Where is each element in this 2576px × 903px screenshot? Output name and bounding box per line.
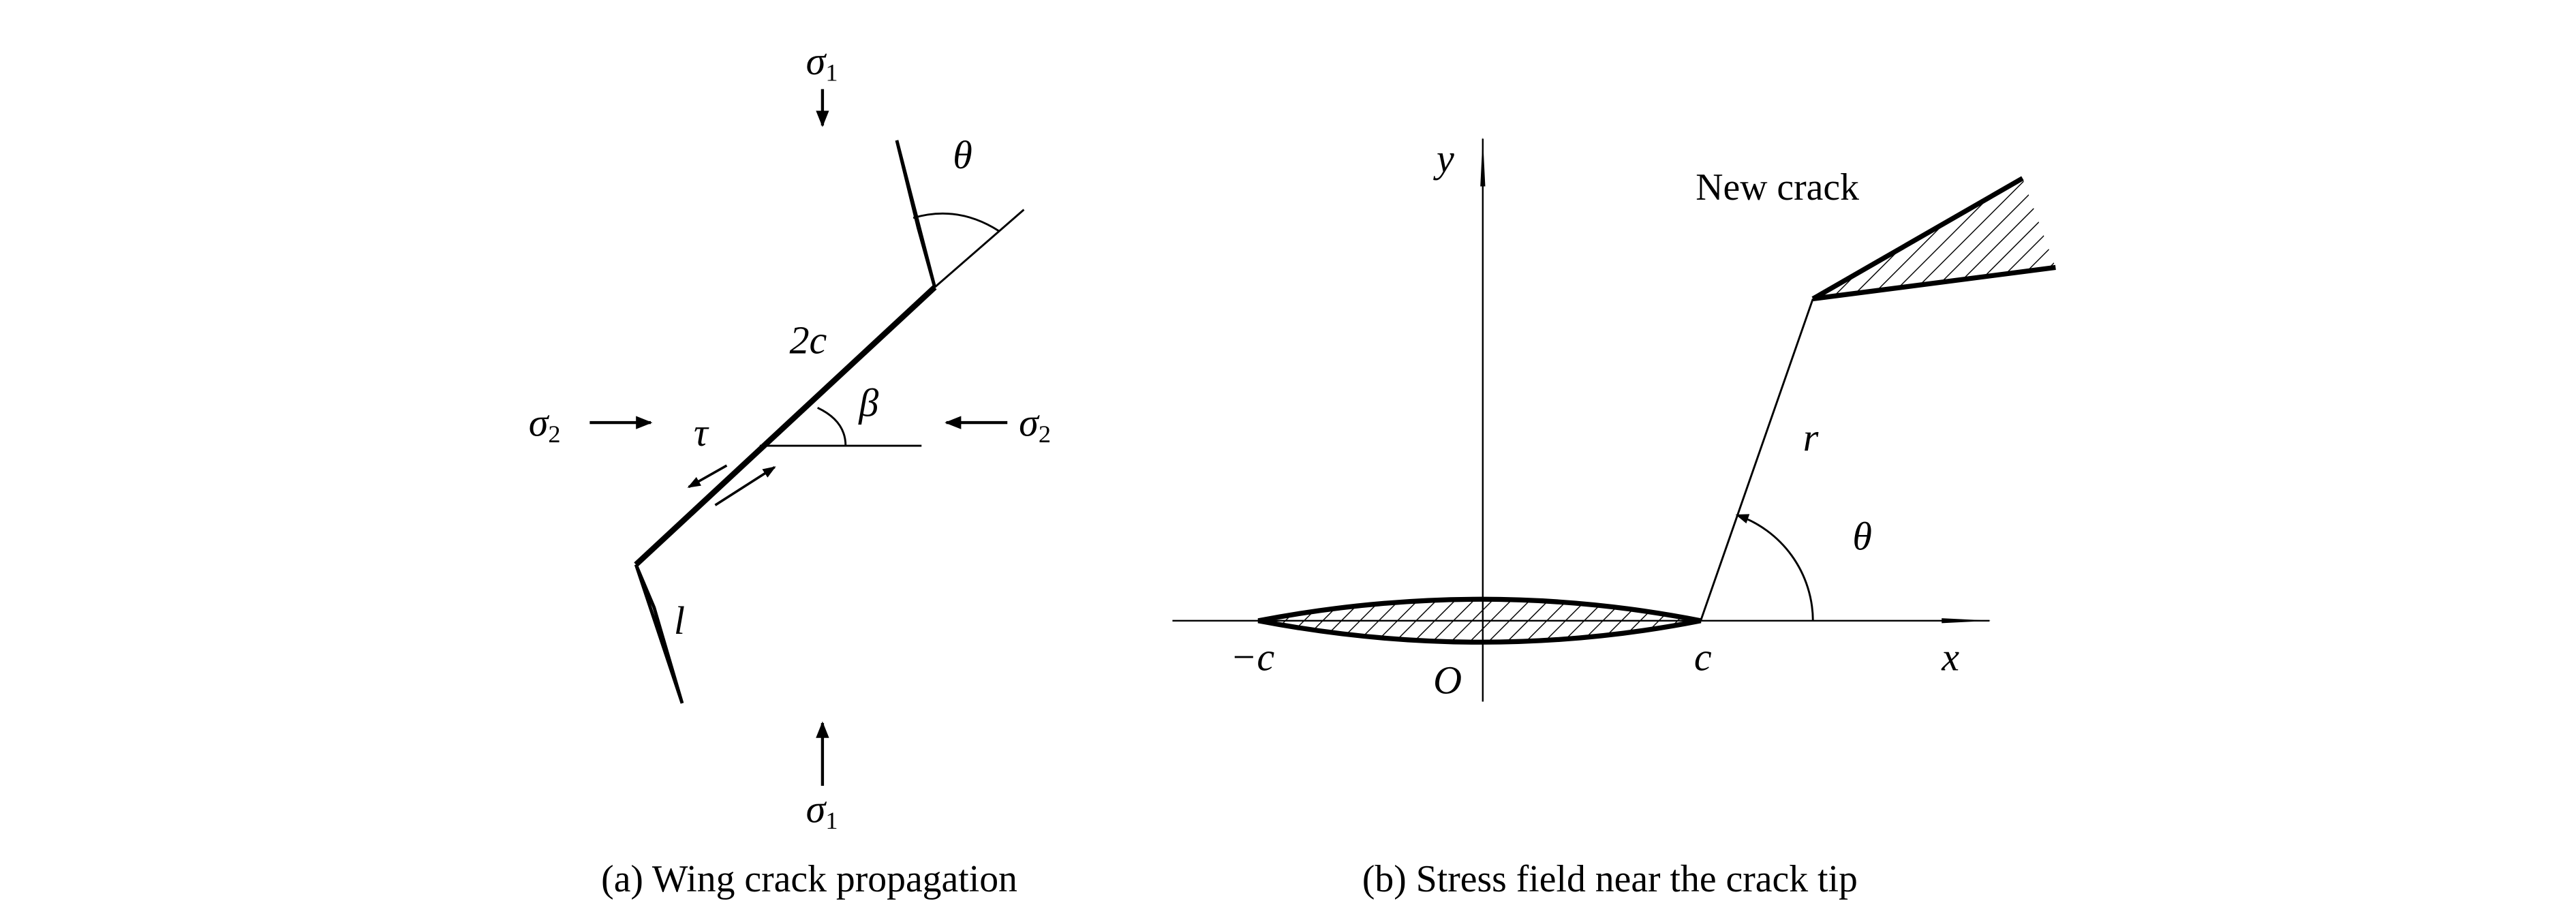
theta-label-a: θ (953, 133, 972, 177)
crack-length-label: 2c (789, 318, 827, 362)
r-label: r (1803, 415, 1819, 459)
tau-label: τ (694, 410, 709, 455)
c-label: c (1694, 634, 1712, 679)
beta-label: β (858, 380, 878, 425)
lower-wing-crack (634, 564, 684, 704)
theta-arc-b (1735, 514, 1814, 621)
wing-length-label: l (674, 598, 685, 643)
caption-b: (b) Stress field near the crack tip (1362, 858, 1858, 900)
upper-wing-crack (895, 140, 936, 288)
neg-c-label: −c (1230, 634, 1274, 679)
y-axis-label: y (1433, 136, 1454, 181)
x-axis-label: x (1941, 634, 1959, 679)
theta-label-b: θ (1852, 515, 1872, 559)
panel-b-stress-field: y x θ r New crack −c O c (b) Stress fiel… (1172, 136, 2056, 900)
new-crack-label: New crack (1696, 166, 1859, 209)
sigma2-right-label: σ2 (1019, 400, 1051, 448)
new-crack-wing (1813, 178, 2056, 299)
shear-arrow-upper (687, 464, 728, 489)
sigma1-bottom-label: σ1 (806, 786, 838, 834)
theta-arc-a (913, 212, 1000, 232)
panel-a-wing-crack: σ1 θ β 2c σ2 σ2 τ l σ1 (a) Wing crack pr… (529, 39, 1051, 900)
caption-a: (a) Wing crack propagation (601, 858, 1017, 900)
main-crack (634, 285, 937, 567)
original-crack (1257, 596, 1702, 645)
r-line (1700, 298, 1814, 622)
sigma2-left-label: σ2 (529, 400, 561, 448)
sigma1-top-label: σ1 (806, 39, 838, 87)
crack-extension-line (934, 209, 1025, 288)
beta-arc (817, 406, 847, 446)
origin-label: O (1433, 658, 1462, 702)
new-crack-lower-edge (1812, 264, 2056, 302)
shear-arrow-lower (714, 465, 776, 506)
new-crack-upper-edge (1811, 176, 2024, 301)
